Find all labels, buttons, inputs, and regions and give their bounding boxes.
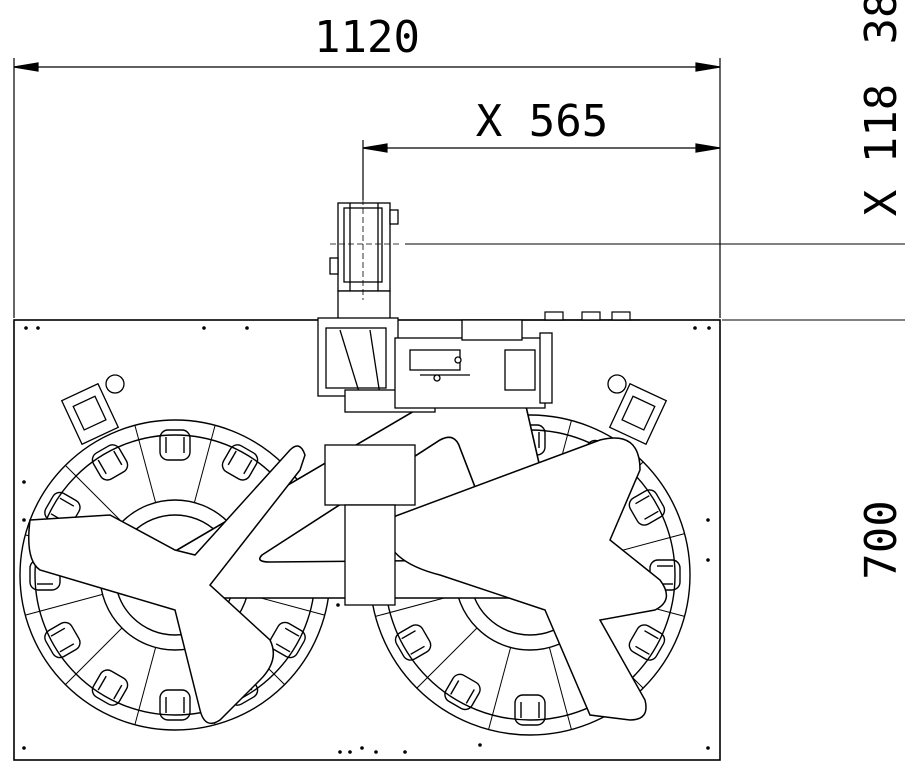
connectors <box>522 311 640 321</box>
dimension-label-offset-x: X 565 <box>476 96 608 147</box>
right-sensor-block <box>607 374 668 446</box>
dimension-label-top-cut: 38 <box>856 0 905 44</box>
reference-lines <box>405 243 905 321</box>
left-sensor-block <box>60 374 125 446</box>
dimension-label-overall-width: 1120 <box>314 12 420 63</box>
dimension-label-height: 700 <box>856 500 905 579</box>
gripper-centerline <box>330 190 400 300</box>
carriage-assembly <box>394 319 553 409</box>
right-swing-arm <box>383 437 668 721</box>
dimension-overall-width <box>13 58 721 318</box>
dimension-label-offset-y: X 118 <box>856 84 905 216</box>
dimension-offset-x <box>362 140 721 200</box>
gripper-head <box>317 202 436 413</box>
left-swing-arm <box>28 445 306 725</box>
center-column <box>324 444 416 606</box>
